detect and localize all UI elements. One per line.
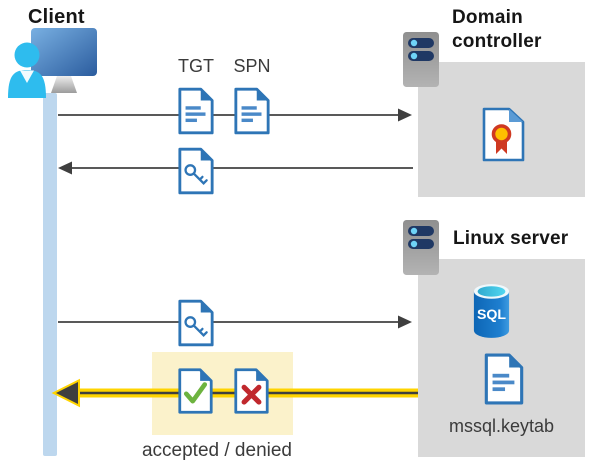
certificate-document-icon <box>482 107 525 162</box>
spn-document-icon <box>234 87 270 135</box>
accepted-check-document-icon <box>178 368 213 414</box>
sql-label: SQL <box>477 307 506 323</box>
keytab-document-icon <box>484 353 524 405</box>
tgt-label: TGT <box>178 56 214 76</box>
server-icon <box>403 32 439 87</box>
domain-controller-label: Domain controller <box>452 7 542 53</box>
arrow-client-to-dc <box>58 108 412 122</box>
key-ticket-document-icon <box>178 299 214 347</box>
client-label: Client <box>28 6 85 28</box>
denied-x-document-icon <box>234 368 269 414</box>
client-lifeline <box>43 93 57 456</box>
spn-label: SPN <box>233 56 271 76</box>
sql-database-icon: SQL <box>473 284 510 338</box>
result-label: accepted / denied <box>141 440 292 461</box>
tgt-document-icon <box>178 87 214 135</box>
arrow-dc-to-client <box>58 161 413 175</box>
linux-server-label: Linux server <box>453 228 569 249</box>
keytab-label: mssql.keytab <box>448 416 555 436</box>
server-icon <box>403 220 439 275</box>
client-user-monitor-icon <box>8 28 97 98</box>
arrow-client-to-linux <box>58 315 412 329</box>
key-ticket-document-icon <box>178 147 214 195</box>
